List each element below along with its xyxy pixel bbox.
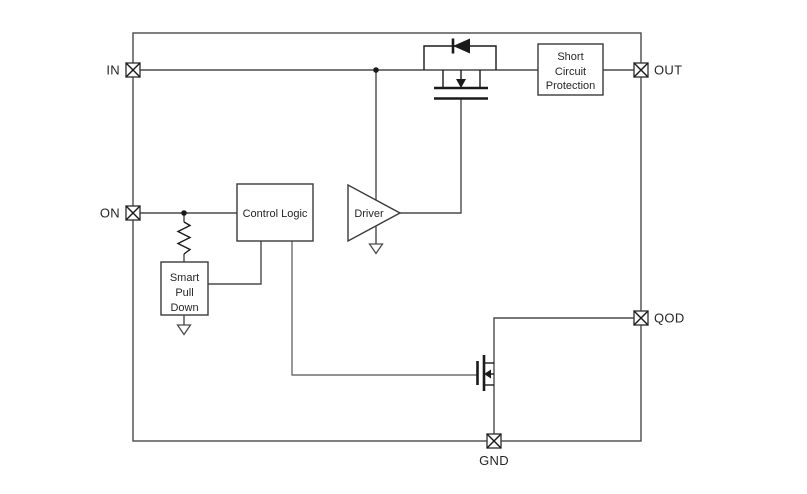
pin-on-x2: [125, 205, 141, 221]
pin-qod-label: QOD: [654, 311, 685, 326]
short-circuit-protection-block: [537, 43, 604, 96]
control-logic-block: [236, 183, 314, 242]
smart-pull-down-block: [160, 261, 209, 316]
pin-qod-x2: [633, 310, 649, 326]
qod-fet: [476, 355, 494, 391]
pin-gnd-x2: [486, 433, 502, 449]
pin-in-label: IN: [106, 63, 120, 78]
pin-in-icon: [125, 62, 141, 78]
pin-on-icon: [125, 205, 141, 221]
driver-ground-icon: [368, 243, 384, 255]
pin-out-icon: [633, 62, 649, 78]
pass-fet: [423, 38, 497, 100]
driver-label: Driver: [354, 208, 384, 220]
pin-out-label: OUT: [654, 63, 682, 78]
pin-out-x2: [633, 62, 649, 78]
control-logic-label: Control Logic: [243, 208, 308, 220]
pin-qod-icon: [633, 310, 649, 326]
pulldown-resistor: [176, 221, 192, 255]
wire-control-to-qod-gate: [291, 241, 477, 376]
body-diode-icon: [453, 38, 470, 54]
junction-dot-in-rail: [373, 67, 379, 73]
spd-label-line3: Down: [170, 302, 198, 314]
ground-symbols: [176, 226, 384, 336]
spd-label-line2: Pull: [175, 287, 193, 299]
scp-label-line3: Protection: [546, 80, 596, 92]
qod-fet-body-arrow-icon: [484, 369, 491, 379]
pin-in-x2: [125, 62, 141, 78]
junction-dot-on-line: [181, 210, 187, 216]
pin-gnd-icon: [486, 433, 502, 449]
pin-gnd-label: GND: [479, 453, 509, 468]
spd-ground-icon: [176, 324, 192, 336]
pass-fet-body-arrow-icon: [456, 79, 466, 88]
wire-spd-to-control: [208, 241, 262, 285]
spd-label-line1: Smart: [170, 272, 199, 284]
scp-label-line2: Circuit: [555, 66, 586, 78]
scp-label-line1: Short: [557, 51, 583, 63]
ic-boundary-box: [132, 32, 642, 442]
body-diode-loop: [423, 45, 497, 70]
wire-qod-to-fet-and-gnd: [493, 317, 634, 441]
pin-on-label: ON: [100, 206, 120, 221]
wires: [140, 69, 634, 441]
wire-driver-to-passfet-gate: [400, 99, 462, 214]
pin-terminals: [125, 62, 649, 449]
driver-block: [347, 183, 402, 243]
